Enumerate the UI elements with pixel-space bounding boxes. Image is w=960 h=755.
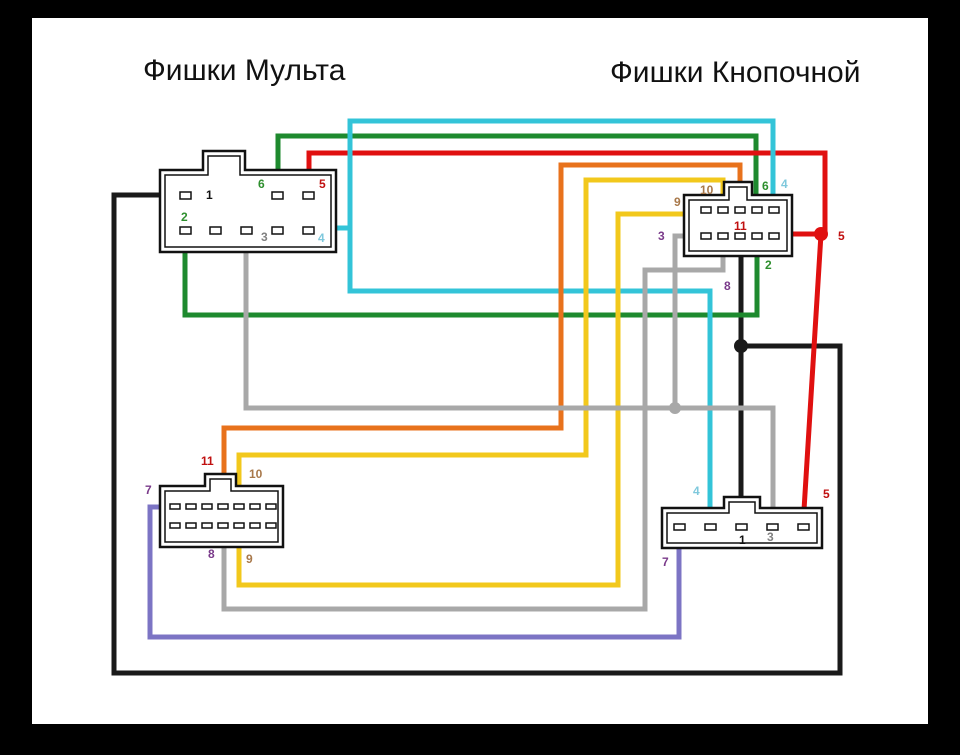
connector-mult-top	[158, 149, 338, 254]
mult-top-pin-6	[271, 191, 284, 200]
label-knop-top-11: 11	[734, 219, 747, 233]
mult-top-pin-1	[179, 191, 192, 200]
junction-dot-black	[734, 339, 748, 353]
wire-gray-3	[243, 230, 776, 525]
mult-top-pin-b	[271, 226, 284, 235]
label-mult-bottom-11: 11	[201, 454, 214, 468]
label-knop-top-9: 9	[674, 195, 681, 209]
title-mult-connectors: Фишки Мульта	[143, 54, 346, 87]
mult-top-pin-a	[209, 226, 222, 235]
wire-gray-8	[221, 236, 726, 612]
label-mult-top-1: 1	[206, 188, 213, 202]
wire-green-6	[275, 133, 759, 207]
label-knop-top-8: 8	[724, 279, 731, 293]
connector-knop-bottom	[660, 495, 824, 550]
wire-green-2	[182, 230, 760, 318]
wire-cyan-4	[312, 118, 776, 231]
label-knop-bottom-5: 5	[823, 487, 830, 501]
label-mult-top-3: 3	[261, 230, 268, 244]
label-knop-bottom-7: 7	[662, 555, 669, 569]
label-knop-bottom-3: 3	[767, 530, 774, 544]
diagram-paper	[32, 18, 928, 724]
label-knop-bottom-1: 1	[739, 533, 746, 547]
mult-top-pin-3	[240, 226, 253, 235]
label-mult-top-5: 5	[319, 177, 326, 191]
mult-top-pin-4	[302, 226, 315, 235]
label-mult-bottom-8: 8	[208, 547, 215, 561]
label-mult-bottom-10: 10	[249, 467, 263, 481]
label-knop-top-6: 6	[762, 179, 769, 193]
label-knop-top-3: 3	[658, 229, 665, 243]
label-knop-top-10: 10	[700, 183, 714, 197]
label-knop-top-5: 5	[838, 229, 845, 243]
label-mult-bottom-7: 7	[145, 483, 152, 497]
mult-top-pin-5	[302, 191, 315, 200]
label-knop-top-2: 2	[765, 258, 772, 272]
mult-top-pin-2	[179, 226, 192, 235]
connector-knop-top	[682, 180, 794, 258]
label-knop-bottom-4: 4	[693, 484, 700, 498]
title-knop-connectors: Фишки Кнопочной	[610, 56, 861, 89]
label-mult-top-2: 2	[181, 210, 188, 224]
junction-dot-red	[814, 227, 828, 241]
label-knop-top-4: 4	[781, 177, 788, 191]
label-mult-top-4: 4	[318, 231, 325, 245]
wire-purple-7	[147, 504, 682, 640]
junction-dot-gray	[669, 402, 681, 414]
label-mult-top-6: 6	[258, 177, 265, 191]
connector-mult-bottom	[158, 472, 285, 549]
wire-black-mult1	[111, 192, 843, 676]
wire-orange-11	[221, 162, 743, 490]
label-mult-bottom-9: 9	[246, 552, 253, 566]
